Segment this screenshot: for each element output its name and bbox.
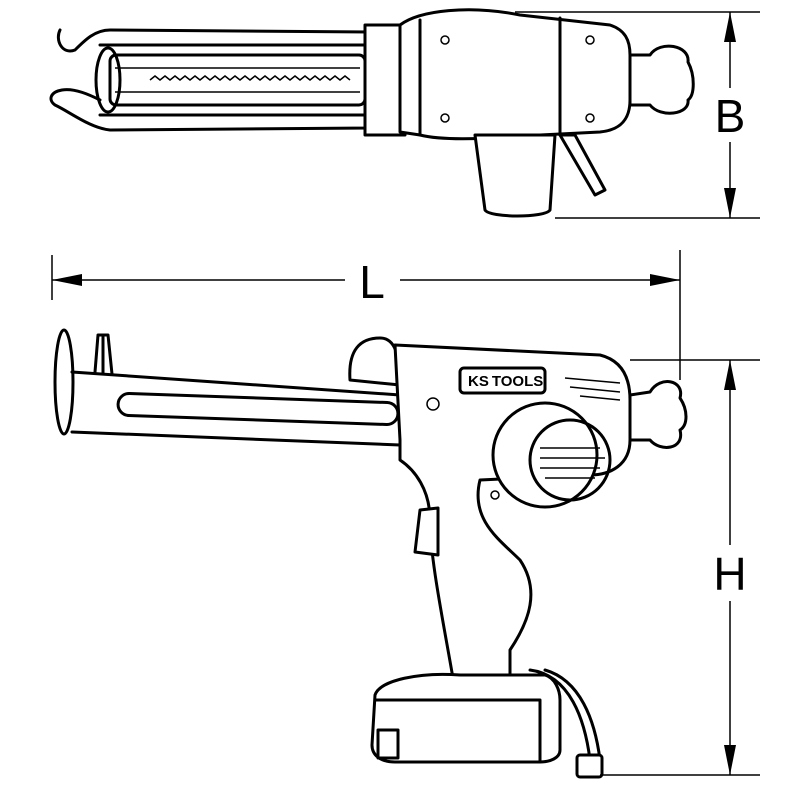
top-view [49, 8, 695, 218]
dimension-h-label: H [713, 548, 746, 600]
dimension-l-label: L [359, 256, 385, 308]
dimension-b-label: B [715, 90, 746, 142]
dimension-lines: B L H [51, 11, 760, 776]
